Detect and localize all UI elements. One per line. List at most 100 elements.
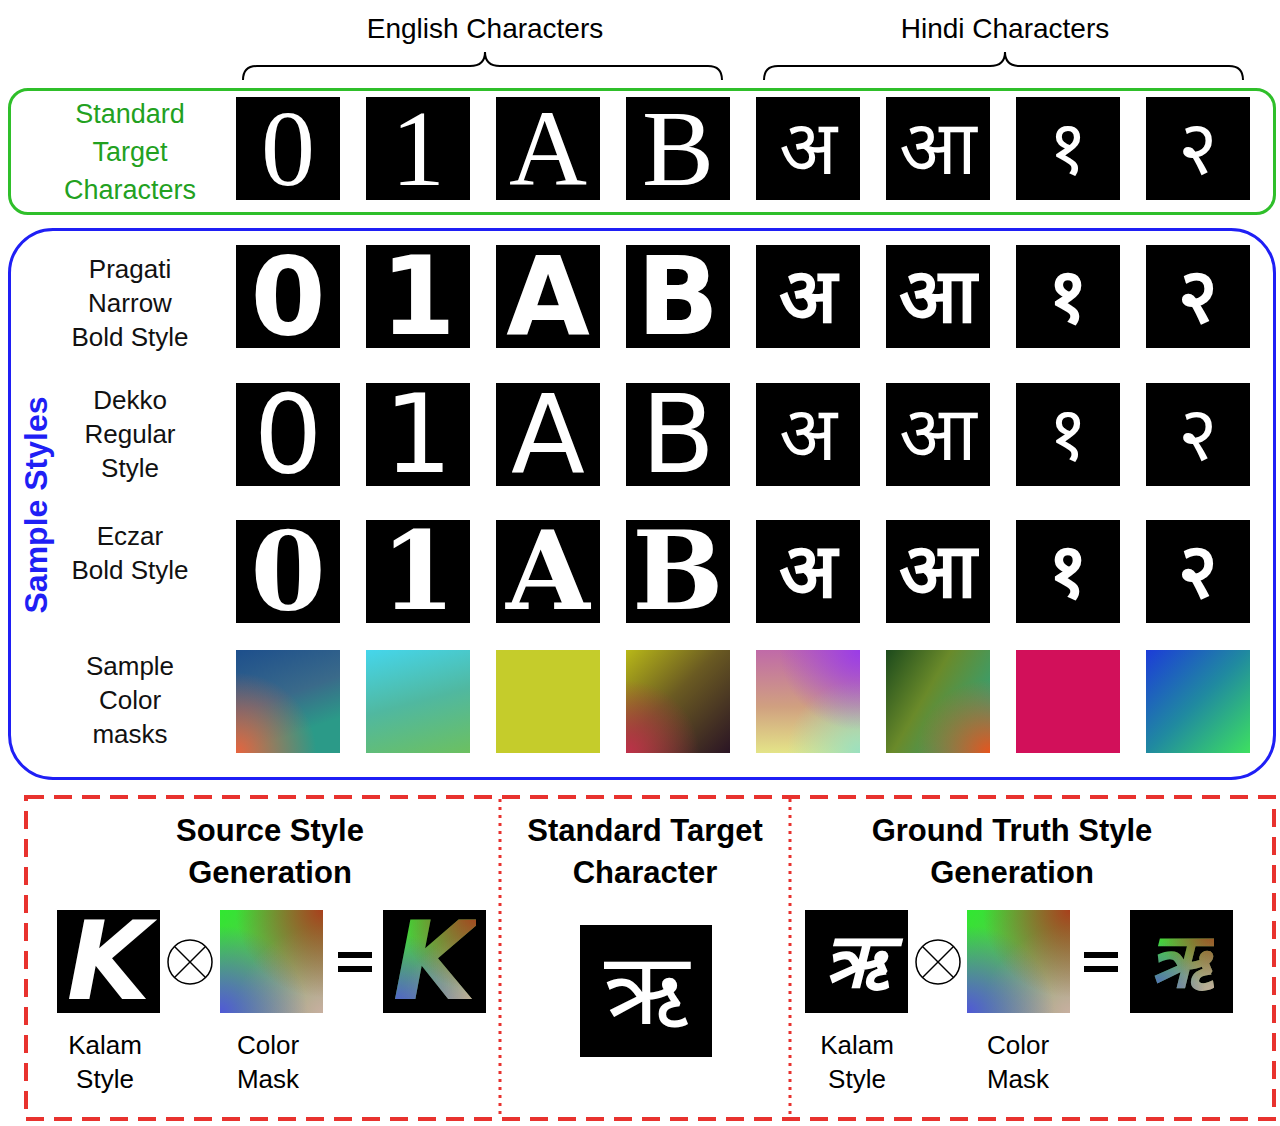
caption: Kalam Style <box>50 1028 160 1096</box>
glyph: अ <box>779 114 837 182</box>
glyph: 0 <box>261 100 315 197</box>
glyph-tile: २ <box>1146 245 1250 348</box>
glyph: B <box>642 100 714 197</box>
row-label: Eczar Bold Style <box>68 519 192 587</box>
styled-glyph-tile: K <box>383 910 486 1013</box>
glyph: K <box>393 913 477 1010</box>
glyph: K <box>67 913 151 1010</box>
caption: Color Mask <box>213 1028 323 1096</box>
equals-symbol <box>1084 955 1118 969</box>
glyph-tile: A <box>496 520 600 623</box>
group-label: Hindi Characters <box>805 12 1205 46</box>
glyph: A <box>511 386 585 483</box>
glyph-tile: आ <box>886 520 990 623</box>
glyph-tile: ऋ <box>580 925 712 1057</box>
glyph: 0 <box>250 248 325 345</box>
glyph-tile: B <box>626 245 730 348</box>
bracket <box>764 52 1243 80</box>
glyph-tile: B <box>626 520 730 623</box>
glyph: 1 <box>380 248 455 345</box>
glyph-tile: 0 <box>236 97 340 200</box>
glyph-tile: १ <box>1016 97 1120 200</box>
glyph-tile: K <box>57 910 160 1013</box>
color-mask <box>1016 650 1120 753</box>
color-mask <box>626 650 730 753</box>
glyph-tile: २ <box>1146 97 1250 200</box>
glyph-tile: A <box>496 97 600 200</box>
row-label: Pragati Narrow Bold Style <box>68 252 192 354</box>
glyph: २ <box>1178 537 1218 605</box>
glyph: 1 <box>380 523 455 620</box>
glyph: B <box>641 386 715 483</box>
glyph-tile: अ <box>756 245 860 348</box>
glyph: आ <box>899 262 977 330</box>
glyph-tile: अ <box>756 97 860 200</box>
row-label: Dekko Regular Style <box>68 383 192 485</box>
glyph: २ <box>1178 114 1218 182</box>
glyph: 1 <box>391 100 445 197</box>
glyph: आ <box>899 114 977 182</box>
dotted-divider <box>499 799 502 1117</box>
glyph: 1 <box>384 386 453 483</box>
row-label: Sample Color masks <box>68 649 192 751</box>
glyph: A <box>509 100 587 197</box>
glyph: २ <box>1178 262 1218 330</box>
caption: Kalam Style <box>802 1028 912 1096</box>
section-band: Standard Target Character ऋ <box>500 795 790 1120</box>
glyph-tile: B <box>626 97 730 200</box>
glyph: 0 <box>254 386 323 483</box>
glyph-tile: आ <box>886 245 990 348</box>
section-heading: Source Style Generation <box>120 810 420 894</box>
color-mask <box>236 650 340 753</box>
multiply-symbol <box>168 940 212 984</box>
bracket <box>243 52 722 80</box>
glyph: १ <box>1048 400 1088 468</box>
color-mask <box>366 650 470 753</box>
row-label: Standard Target Characters <box>45 95 215 209</box>
glyph: A <box>506 248 590 345</box>
glyph: आ <box>899 537 977 605</box>
glyph-tile: २ <box>1146 520 1250 623</box>
color-mask <box>496 650 600 753</box>
glyph-tile: 1 <box>366 245 470 348</box>
equals-symbol <box>338 955 372 969</box>
glyph-tile: १ <box>1016 520 1120 623</box>
glyph: अ <box>779 400 837 468</box>
glyph-tile: आ <box>886 97 990 200</box>
glyph-tile: B <box>626 383 730 486</box>
styles-panel: Sample Styles Pragati Narrow Bold StyleDe… <box>8 228 1276 780</box>
glyph-tile: आ <box>886 383 990 486</box>
glyph: B <box>637 248 719 345</box>
glyph: ऋ <box>604 946 689 1036</box>
glyph-tile: 1 <box>366 97 470 200</box>
glyph-tile: ऋ <box>805 910 908 1013</box>
section-heading: Standard Target Character <box>505 810 785 894</box>
multiply-symbol <box>916 940 960 984</box>
section-band: Source Style GenerationKalam Style Color … <box>25 795 500 1120</box>
section-heading: Ground Truth Style Generation <box>842 810 1182 894</box>
glyph-tile: 0 <box>236 520 340 623</box>
color-mask <box>967 910 1070 1013</box>
glyph: ऋ <box>1149 927 1214 995</box>
color-mask <box>220 910 323 1013</box>
vertical-heading: Sample Styles <box>16 397 54 614</box>
target-panel: Standard Target Characters 01ABअआ १ २ <box>8 88 1276 215</box>
glyph-tile: A <box>496 245 600 348</box>
glyph-tile: 1 <box>366 383 470 486</box>
glyph: १ <box>1048 114 1088 182</box>
section-band: Ground Truth Style GenerationKalam Style… <box>790 795 1275 1120</box>
glyph-tile: 1 <box>366 520 470 623</box>
glyph: आ <box>899 400 977 468</box>
styled-glyph-tile: ऋ <box>1130 910 1233 1013</box>
glyph-tile: अ <box>756 520 860 623</box>
glyph-tile: 0 <box>236 383 340 486</box>
glyph-tile: A <box>496 383 600 486</box>
glyph: B <box>632 523 723 620</box>
glyph-tile: १ <box>1016 383 1120 486</box>
color-mask <box>1146 650 1250 753</box>
glyph: १ <box>1048 262 1088 330</box>
dashed-frame <box>26 797 1274 1119</box>
glyph: अ <box>779 537 837 605</box>
dotted-divider <box>789 799 792 1117</box>
